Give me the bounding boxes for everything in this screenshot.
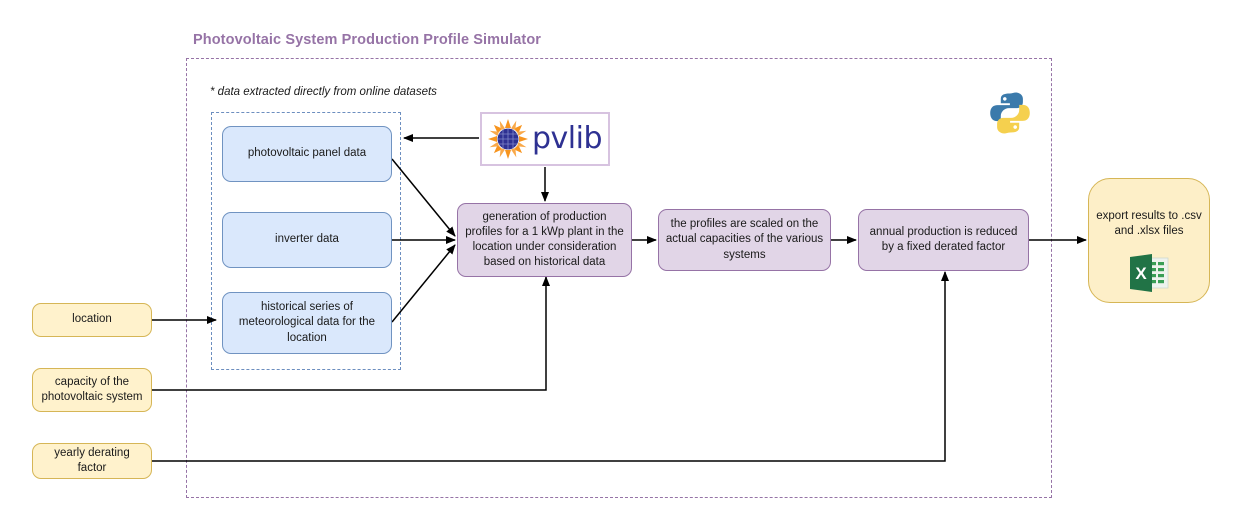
capacity-input-label: capacity of the photovoltaic system — [41, 375, 143, 403]
python-icon — [990, 92, 1030, 134]
derate-process-label: annual production is reduced by a fixed … — [869, 225, 1018, 253]
location-input-label: location — [72, 313, 112, 326]
panel-data-box[interactable]: photovoltaic panel data — [222, 126, 392, 182]
pvlib-logo-box[interactable]: pvlib — [480, 112, 610, 166]
generation-process-label: generation of production profiles for a … — [465, 210, 624, 269]
inverter-data-label: inverter data — [275, 233, 339, 246]
pvlib-wordmark: pvlib — [531, 121, 603, 156]
inverter-data-box[interactable]: inverter data — [222, 212, 392, 268]
generation-process-box[interactable]: generation of production profiles for a … — [457, 203, 632, 277]
meteo-data-label: historical series of meteorological data… — [238, 301, 376, 344]
panel-data-label: photovoltaic panel data — [247, 147, 367, 160]
excel-icon: X — [1130, 254, 1169, 293]
capacity-input-box[interactable]: capacity of the photovoltaic system — [32, 368, 152, 412]
datasets-note: * data extracted directly from online da… — [210, 86, 437, 98]
derating-input-box[interactable]: yearly derating factor — [32, 443, 152, 479]
location-input-box[interactable]: location — [32, 303, 152, 337]
scaling-process-box[interactable]: the profiles are scaled on the actual ca… — [658, 209, 831, 271]
derating-input-label: yearly derating factor — [54, 446, 130, 474]
svg-text:X: X — [1135, 264, 1147, 283]
page-title: Photovoltaic System Production Profile S… — [193, 32, 542, 48]
scaling-process-label: the profiles are scaled on the actual ca… — [665, 218, 824, 261]
meteo-data-box[interactable]: historical series of meteorological data… — [222, 292, 392, 354]
export-output-label: export results to .csv and .xlsx files — [1096, 210, 1202, 238]
derate-process-box[interactable]: annual production is reduced by a fixed … — [858, 209, 1029, 271]
export-output-box[interactable]: export results to .csv and .xlsx files X — [1088, 178, 1210, 303]
pvlib-sun-icon — [487, 119, 528, 159]
